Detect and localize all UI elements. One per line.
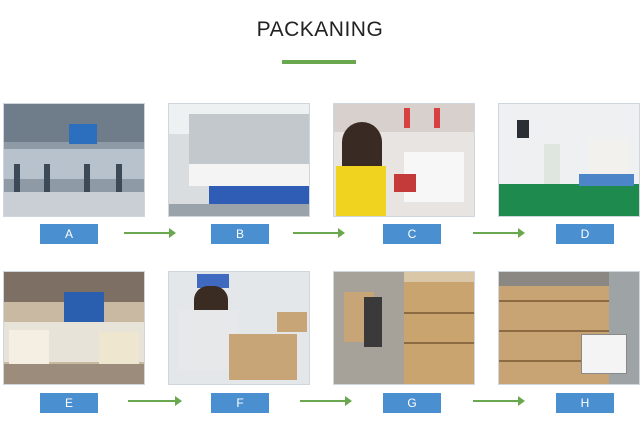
photo-loaded-container <box>498 271 640 385</box>
arrow-f-to-g <box>300 396 352 406</box>
arrow-g-to-h <box>473 396 525 406</box>
arrow-b-to-c <box>293 228 345 238</box>
step-label-a: A <box>40 224 98 244</box>
step-label-h: H <box>556 393 614 413</box>
step-label-g: G <box>383 393 441 413</box>
step-label-e: E <box>40 393 98 413</box>
step-label-b: B <box>211 224 269 244</box>
arrow-c-to-d <box>473 228 525 238</box>
step-label-f: F <box>211 393 269 413</box>
arrow-a-to-b <box>124 228 176 238</box>
photo-quality-check-room <box>498 103 640 217</box>
photo-workshop-hall <box>3 103 145 217</box>
arrow-e-to-f <box>128 396 182 406</box>
photo-sewing-worker <box>333 103 475 217</box>
step-label-d: D <box>556 224 614 244</box>
page-title: PACKANING <box>256 18 384 41</box>
title-underline <box>282 60 356 64</box>
photo-container-loading <box>333 271 475 385</box>
photo-folding-table <box>3 271 145 385</box>
photo-carton-packing <box>168 271 310 385</box>
photo-embroidery-machines <box>168 103 310 217</box>
step-label-c: C <box>383 224 441 244</box>
